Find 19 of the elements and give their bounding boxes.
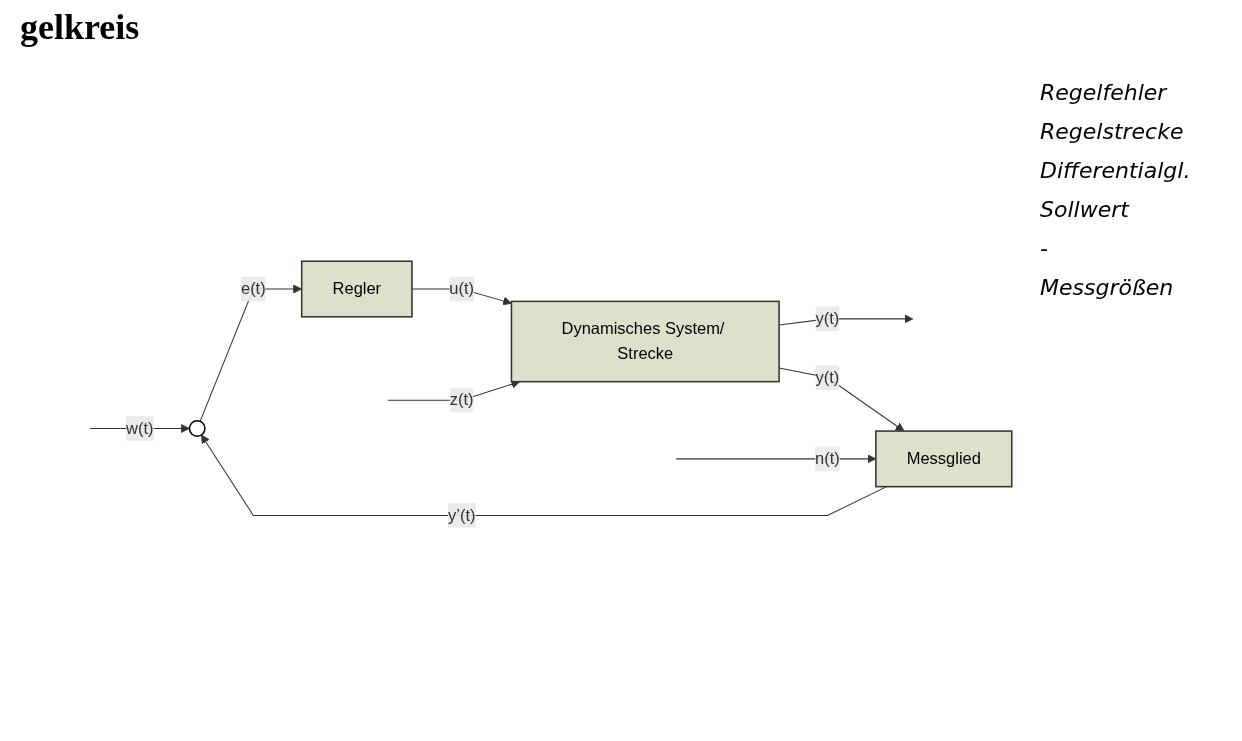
handwritten-note: Sollwert (1040, 197, 1131, 222)
edge-label: e(t) (240, 280, 266, 298)
edge-label: u(t) (449, 280, 475, 298)
handwritten-note: - (1040, 236, 1049, 261)
handwritten-note: Differentialgl. (1040, 158, 1192, 183)
node-box: Dynamisches System/ Strecke (510, 301, 780, 383)
diagram-title: gelkreis (20, 6, 140, 48)
edge-label: y’(t) (448, 506, 476, 525)
edge-label: y(t) (815, 310, 840, 328)
handwritten-note: Regelstrecke (1040, 119, 1185, 144)
edge-label: y(t) (815, 368, 840, 387)
edge-label: z(t) (449, 391, 474, 409)
handwritten-note: Regelfehler (1040, 80, 1169, 105)
node-box: Messglied (875, 430, 1013, 488)
edge-label: n(t) (815, 450, 840, 468)
node-box: Regler (300, 260, 413, 319)
edge-label: w(t) (126, 419, 154, 438)
handwritten-note: Messgrößen (1040, 275, 1175, 300)
node-circle (188, 420, 206, 438)
